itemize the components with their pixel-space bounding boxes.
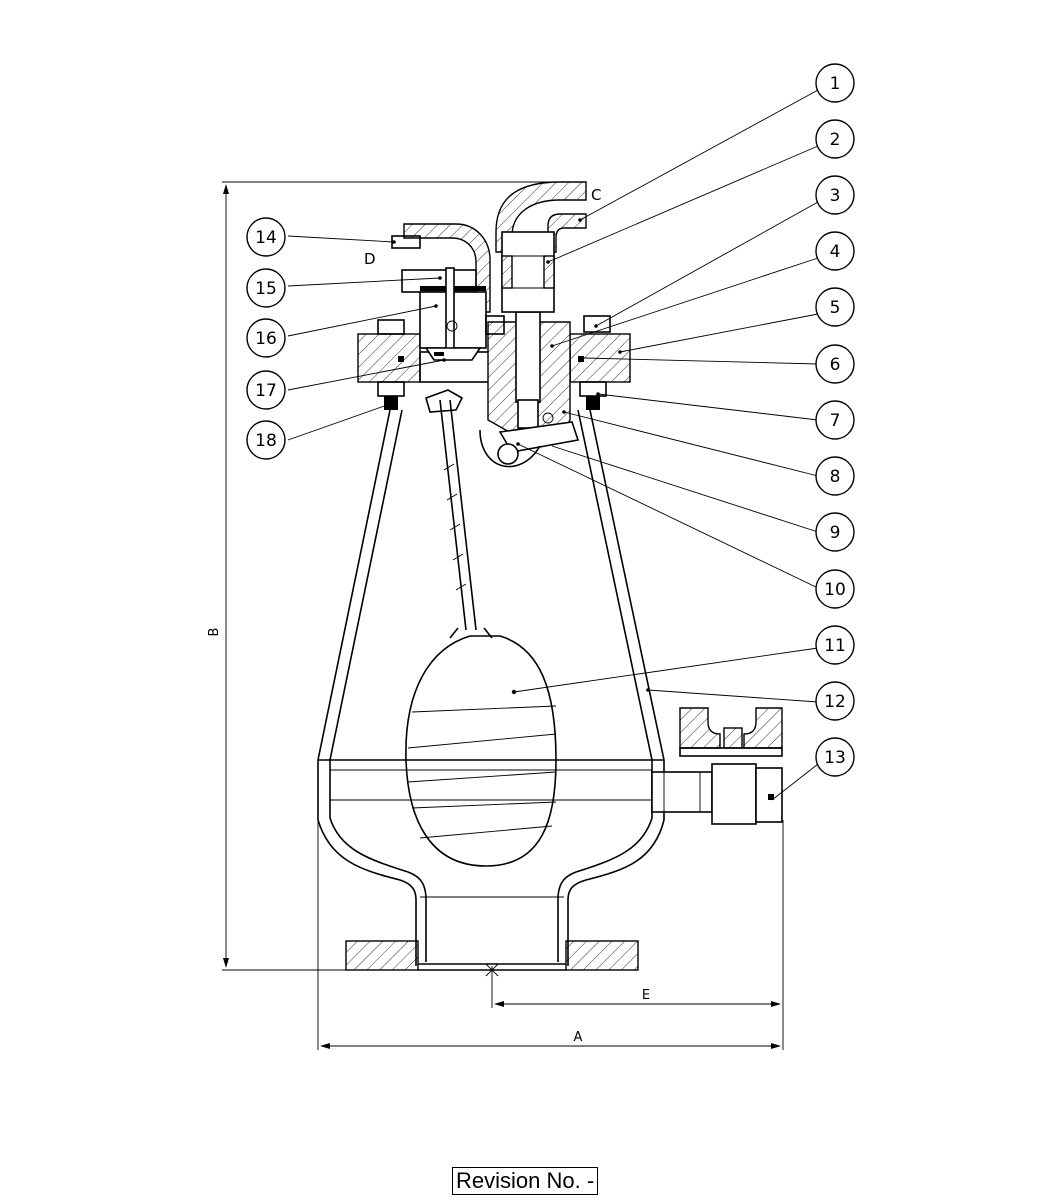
balloon-circle <box>815 63 855 103</box>
dimension-e: E <box>485 963 781 1008</box>
balloon-circle <box>815 512 855 552</box>
balloon-number: 15 <box>255 279 277 299</box>
balloon-number: 18 <box>255 431 277 451</box>
balloon-number: 8 <box>830 467 841 487</box>
balloon-2: 2 <box>815 119 855 159</box>
leader-lines <box>287 89 819 801</box>
dimension-a: A <box>317 820 784 1050</box>
small-orifice-elbow <box>391 223 505 361</box>
balloon-6: 6 <box>815 344 855 384</box>
balloon-number: 16 <box>255 329 277 349</box>
balloon-12: 12 <box>815 681 855 721</box>
dimension-d-label: D <box>364 250 376 268</box>
balloon-8: 8 <box>815 456 855 496</box>
balloon-circle <box>815 569 855 609</box>
balloon-3: 3 <box>815 175 855 215</box>
balloon-circle <box>815 119 855 159</box>
balloon-circle <box>815 231 855 271</box>
balloon-17: 17 <box>246 370 286 410</box>
balloon-5: 5 <box>815 287 855 327</box>
balloon-circle <box>815 456 855 496</box>
balloon-10: 10 <box>815 569 855 609</box>
dimension-e-label: E <box>642 988 650 1003</box>
balloon-number: 11 <box>824 636 846 656</box>
balloon-circle <box>246 420 286 460</box>
balloon-number: 6 <box>830 355 841 375</box>
balloon-number: 7 <box>830 411 841 431</box>
balloon-number: 13 <box>824 748 846 768</box>
balloon-circle <box>246 318 286 358</box>
balloon-15: 15 <box>246 268 286 308</box>
balloon-number: 3 <box>830 186 841 206</box>
balloon-number: 17 <box>255 381 277 401</box>
isolating-ball-valve <box>651 707 783 825</box>
balloon-circle <box>815 737 855 777</box>
bottom-flange <box>345 940 639 971</box>
balloon-number: 1 <box>830 74 841 94</box>
balloon-circle <box>815 344 855 384</box>
balloon-13: 13 <box>815 737 855 777</box>
outlet-elbow <box>495 181 587 313</box>
revision-label: Revision No. - <box>452 1167 599 1195</box>
dimension-b-label: B <box>207 628 222 637</box>
balloon-number: 9 <box>830 523 841 543</box>
balloon-circle <box>246 217 286 257</box>
balloon-11: 11 <box>815 625 855 665</box>
valve-body <box>317 409 665 966</box>
balloon-16: 16 <box>246 318 286 358</box>
balloon-circle <box>246 370 286 410</box>
balloon-number: 2 <box>830 130 841 150</box>
balloon-circle <box>815 287 855 327</box>
balloon-circle <box>246 268 286 308</box>
balloon-number: 4 <box>830 242 841 262</box>
balloon-number: 5 <box>830 298 841 318</box>
balloon-number: 10 <box>824 580 846 600</box>
balloon-number: 12 <box>824 692 846 712</box>
dimension-c-label: C <box>591 186 601 204</box>
balloon-9: 9 <box>815 512 855 552</box>
balloon-4: 4 <box>815 231 855 271</box>
balloon-circle <box>815 400 855 440</box>
balloon-14: 14 <box>246 217 286 257</box>
balloon-1: 1 <box>815 63 855 103</box>
nozzle-assembly <box>479 311 580 468</box>
balloon-circle <box>815 175 855 215</box>
balloon-circle <box>815 625 855 665</box>
balloon-number: 14 <box>255 228 277 248</box>
dimension-a-label: A <box>574 1030 583 1045</box>
balloon-circle <box>815 681 855 721</box>
float-ball <box>405 389 557 867</box>
balloon-18: 18 <box>246 420 286 460</box>
balloon-7: 7 <box>815 400 855 440</box>
